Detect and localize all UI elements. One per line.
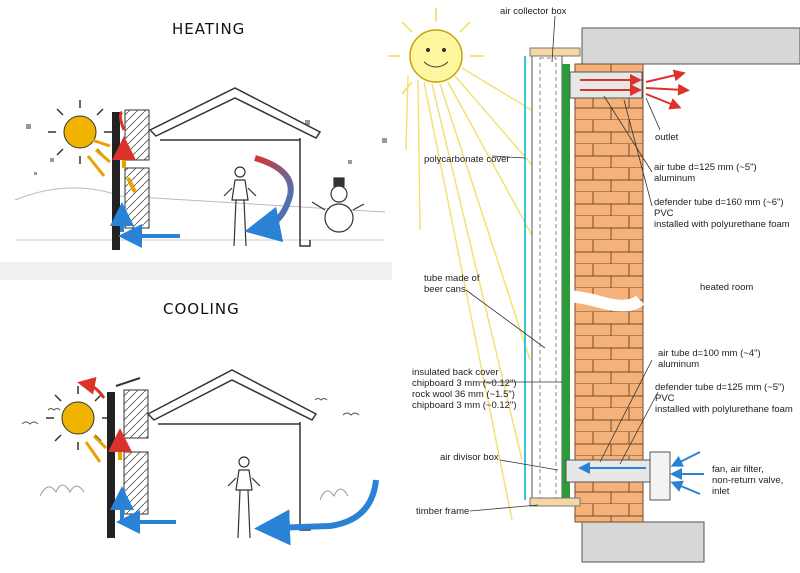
label-air-collector-box: air collector box [500,6,567,17]
label-defender-top-1: defender tube d=160 mm (~6") [654,197,784,208]
timber-frame-top [529,47,581,57]
bush-icon [39,484,349,501]
house-icon [146,369,318,531]
timber-frame-bottom [529,497,581,507]
label-defender-bottom-1: defender tube d=125 mm (~5") [655,382,785,393]
cooling-title: COOLING [163,300,240,318]
label-defender-bottom-3: installed with polylurethane foam [655,404,793,415]
label-beer-cans-2: beer cans [424,284,466,295]
label-air-tube-top-2: aluminum [654,173,695,184]
cooling-panel: COOLING [21,300,379,546]
insulation-top [124,109,150,161]
insulation-bottom [123,451,149,515]
label-inlet-3: inlet [712,486,730,497]
label-back-cover-2: chipboard 3 mm (~0.12") [412,378,517,389]
sun-rays [405,67,549,521]
ceiling-slab [581,27,800,65]
warm-air-arrows [580,69,690,110]
absorber [562,64,570,504]
label-air-tube-bottom-2: aluminum [658,359,699,370]
insulation-top [123,389,149,439]
label-back-cover-4: chipboard 3 mm (~0.12") [412,400,517,411]
label-timber-frame: timber frame [416,506,469,517]
label-outlet: outlet [655,132,679,143]
label-defender-top-2: PVC [654,208,674,219]
person-icon [227,456,261,539]
heat-circulation-arrow [244,155,294,243]
label-defender-top-3: installed with polyurethane foam [654,219,790,230]
cool-air-arrow [254,479,379,546]
person-icon [223,166,257,247]
sun-rays [86,138,111,177]
heating-panel: HEATING [0,0,392,262]
cross-section: air collector box outlet polycarbonate c… [388,6,800,563]
fan-box [649,451,671,501]
panel-divider [0,262,392,280]
top-air-tube [569,71,643,99]
floor-slab [581,521,705,563]
snowman-icon [311,177,365,233]
label-air-divisor-box: air divisor box [440,452,499,463]
label-back-cover-3: rock wool 36 mm (~1.5") [412,389,515,400]
bottom-air-tube [565,459,651,483]
label-inlet-2: non-return valve, [712,475,783,486]
leader-lines [465,15,661,512]
label-heated-room: heated room [700,282,753,293]
sun-icon [388,8,484,95]
sun-rays [84,434,108,463]
collector-frame [531,49,563,503]
house-icon [148,87,322,247]
label-air-tube-bottom-1: air tube d=100 mm (~4") [658,348,761,359]
heating-title: HEATING [172,20,245,38]
label-inlet-1: fan, air filter, [712,464,764,475]
label-polycarbonate-cover: polycarbonate cover [424,154,510,165]
label-defender-bottom-2: PVC [655,393,675,404]
bird-icon [21,398,360,425]
label-air-tube-top-1: air tube d=125 mm (~5") [654,162,757,173]
collector-wall [107,392,115,538]
snowflakes [26,120,387,175]
label-back-cover-1: insulated back cover [412,367,499,378]
label-beer-cans-1: tube made of [424,273,480,284]
insulation-bottom [124,167,150,229]
cool-air-arrows [578,451,704,495]
collector-wall [112,112,120,250]
